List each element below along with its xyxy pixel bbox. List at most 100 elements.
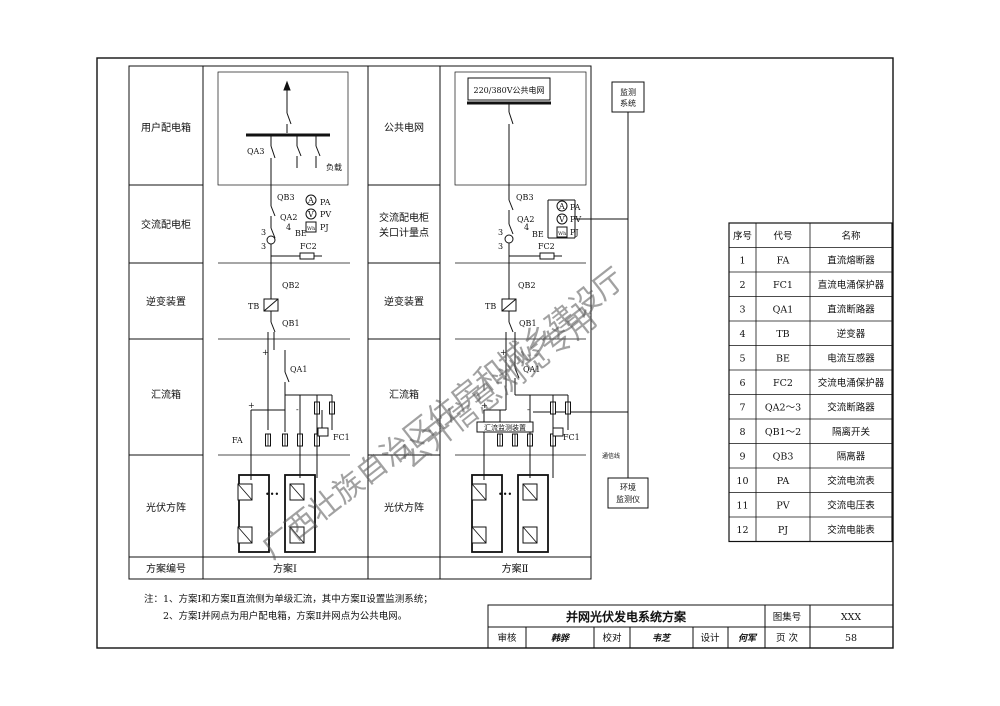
label-n3a-2: 3 bbox=[498, 228, 503, 237]
legend-cell: 5 bbox=[739, 353, 745, 364]
review-signature: 韩骅 bbox=[551, 633, 571, 644]
legend-cell: 交流电能表 bbox=[827, 524, 875, 536]
row-label-pv-array: 光伏方阵 bbox=[146, 501, 186, 514]
dots-1: ••• bbox=[265, 490, 279, 499]
legend-cell: FC1 bbox=[773, 280, 793, 291]
review-label: 审核 bbox=[497, 632, 517, 644]
label-minus-bus-2: - bbox=[527, 405, 530, 414]
meter-a-mark-2: A bbox=[558, 202, 565, 211]
label-tb: TB bbox=[248, 302, 259, 311]
scheme-2-labels: 220/380V公共电网 监测 系统 QB3 QA2 BE 4 3 3 FC2 … bbox=[473, 85, 640, 504]
row-label-inverter-2: 逆变装置 bbox=[384, 295, 424, 308]
label-pv: PV bbox=[320, 210, 331, 219]
scheme-1-circuit bbox=[238, 80, 333, 553]
legend-cell: QB3 bbox=[773, 451, 794, 462]
label-n4: 4 bbox=[286, 223, 291, 232]
legend-header-cell: 序号 bbox=[733, 230, 752, 242]
legend-cell: 电流互感器 bbox=[827, 352, 875, 364]
label-pa-2: PA bbox=[570, 203, 581, 212]
meter-a-mark: A bbox=[307, 196, 314, 205]
legend-cell: QA1 bbox=[773, 304, 794, 315]
meter-wh-mark-2: Wh bbox=[558, 231, 567, 237]
legend-cell: BE bbox=[776, 353, 790, 364]
atlas-no: XXX bbox=[841, 612, 862, 623]
label-minus-bus: - bbox=[296, 405, 299, 414]
design-signature: 何军 bbox=[738, 633, 758, 644]
legend-cell: 交流电涌保护器 bbox=[818, 377, 885, 389]
legend-cell: 直流电涌保护器 bbox=[818, 279, 885, 291]
legend-cell: 11 bbox=[736, 500, 748, 511]
label-plus-bus: + bbox=[248, 401, 255, 410]
row-label-user-box: 用户配电箱 bbox=[141, 121, 191, 134]
legend-cell: 7 bbox=[739, 402, 745, 413]
legend-cell: FA bbox=[777, 255, 790, 266]
row-label-inverter: 逆变装置 bbox=[146, 295, 186, 308]
meter-v-mark-2: V bbox=[558, 215, 565, 224]
page-number: 58 bbox=[845, 633, 857, 644]
legend-header-cell: 代号 bbox=[773, 231, 792, 242]
scheme-inner-boxes bbox=[217, 71, 587, 456]
meter-v-mark: V bbox=[307, 210, 314, 219]
label-qa1-2: QA1 bbox=[523, 365, 540, 374]
label-fc1-2: FC1 bbox=[563, 433, 580, 442]
watermark-line-2: 公开信息浏览专用 bbox=[393, 301, 604, 476]
legend-cell: PV bbox=[776, 500, 789, 511]
label-be: BE bbox=[295, 229, 307, 238]
legend-cell: 10 bbox=[736, 476, 748, 487]
legend-header-cell: 名称 bbox=[841, 230, 861, 242]
legend-cell: 隔离开关 bbox=[832, 426, 871, 438]
scheme-1-symbols bbox=[237, 194, 335, 544]
legend-cell: QA2～3 bbox=[765, 402, 801, 413]
label-n4-2: 4 bbox=[524, 223, 529, 232]
label-n3a: 3 bbox=[261, 228, 266, 237]
label-fc2: FC2 bbox=[300, 242, 317, 251]
label-pj-2: PJ bbox=[570, 228, 579, 237]
label-public-grid-voltage: 220/380V公共电网 bbox=[473, 85, 544, 95]
legend-cell: 交流电压表 bbox=[827, 499, 875, 511]
scheme-number-label: 方案编号 bbox=[146, 562, 186, 575]
label-pa: PA bbox=[320, 198, 331, 207]
row-label-ac-cabinet: 交流配电柜 bbox=[141, 218, 191, 231]
label-qa1: QA1 bbox=[290, 365, 307, 374]
scheme-1-labels: QA3 负载 QB3 QA2 BE 4 3 3 FC2 QB2 TB QB1 Q… bbox=[232, 147, 350, 499]
label-n3b: 3 bbox=[261, 242, 266, 251]
label-fa: FA bbox=[232, 436, 243, 445]
legend-cell: PA bbox=[777, 476, 790, 487]
label-pj: PJ bbox=[320, 223, 329, 232]
design-label: 设计 bbox=[700, 632, 720, 644]
scheme-1-label: 方案Ⅰ bbox=[273, 562, 297, 575]
label-qa2: QA2 bbox=[280, 213, 297, 222]
label-monitor-system-2: 系统 bbox=[620, 98, 636, 108]
scheme-table bbox=[128, 65, 592, 580]
row-label-metering-point: 关口计量点 bbox=[379, 226, 429, 239]
legend-cell: 交流断路器 bbox=[827, 401, 875, 413]
title-block bbox=[487, 604, 894, 649]
legend-cell: 1 bbox=[739, 255, 745, 266]
row-label-combiner-2: 汇流箱 bbox=[389, 388, 419, 401]
label-qb1: QB1 bbox=[282, 319, 300, 328]
legend-cell: 12 bbox=[736, 525, 748, 536]
label-dc-monitor: 汇流监测装置 bbox=[484, 423, 526, 432]
row-label-pv-array-2: 光伏方阵 bbox=[384, 501, 424, 514]
check-label: 校对 bbox=[602, 632, 622, 644]
legend-cell: TB bbox=[776, 329, 789, 340]
legend-cell: 交流电流表 bbox=[827, 475, 875, 487]
label-qa3: QA3 bbox=[247, 147, 264, 156]
label-qb2: QB2 bbox=[282, 281, 300, 290]
label-qb3: QB3 bbox=[277, 193, 295, 202]
label-plus-top-2: + bbox=[500, 348, 507, 357]
legend-cell: 6 bbox=[739, 378, 745, 389]
label-n3b-2: 3 bbox=[498, 242, 503, 251]
label-tb-2: TB bbox=[485, 302, 496, 311]
drawing-title: 并网光伏发电系统方案 bbox=[566, 609, 687, 624]
meter-wh-mark: Wh bbox=[307, 226, 316, 232]
legend-cell: 2 bbox=[739, 280, 745, 291]
label-fc2-2: FC2 bbox=[538, 242, 555, 251]
note-2: 2、方案Ⅰ并网点为用户配电箱，方案Ⅱ并网点为公共电网。 bbox=[163, 610, 407, 622]
check-signature: 韦芝 bbox=[652, 633, 672, 644]
label-comm-line: 通信线 bbox=[602, 452, 620, 460]
legend-cell: 8 bbox=[739, 427, 745, 438]
label-fc1: FC1 bbox=[333, 433, 350, 442]
label-qb1-2: QB1 bbox=[519, 319, 537, 328]
row-label-ac-cabinet-2: 交流配电柜 bbox=[379, 211, 429, 224]
